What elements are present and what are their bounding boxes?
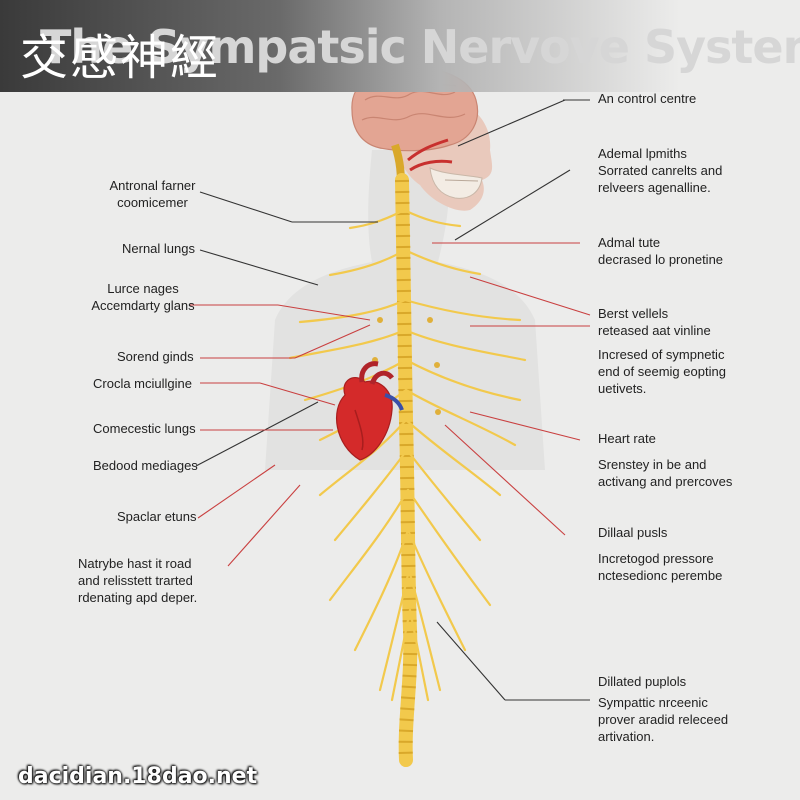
diagram-title-cn: 交感神經 [20,30,221,86]
skull-jaw [429,167,483,199]
label-dillaal: Dillaal pusls [598,525,668,540]
header-banner [0,0,800,92]
pointer-lines-red [190,242,591,567]
watermark: dacidian.18dao.net [18,764,258,789]
label-comecestic: Comecestic lungs [93,421,196,436]
label-spaclar: Spaclar etuns [117,509,197,524]
label-sorend-ginds: Sorend ginds [117,349,194,364]
heart [336,361,404,461]
label-heart-rate: Heart rate [598,431,656,446]
spinal-cord [395,173,418,767]
label-crocla: Crocla mciullgine [93,376,192,391]
pointer-lines-dark [195,99,590,701]
diagram-title-en: The Sympatsic Nervove System [40,20,800,74]
label-bedood: Bedood mediages [93,458,198,473]
label-control-centre: An control centre [598,91,697,106]
label-dillated: Dillated puplols [598,674,687,689]
label-nernal-lungs: Nernal lungs [122,241,195,256]
